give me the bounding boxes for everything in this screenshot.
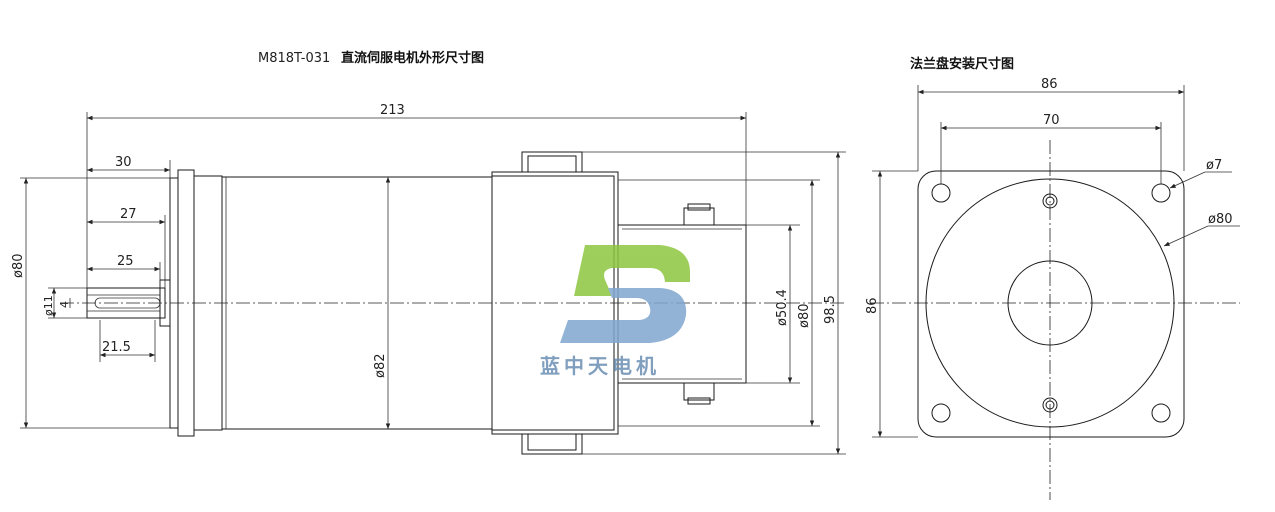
flange-dim-h86: 86 xyxy=(865,297,880,314)
flange-dim-w70: 70 xyxy=(1043,113,1060,128)
shaft xyxy=(86,287,166,319)
main-title-desc: 直流伺服电机外形尺寸图 xyxy=(341,50,484,66)
dim-30: 30 xyxy=(115,155,132,170)
flange-title: 法兰盘安装尺寸图 xyxy=(910,56,1014,72)
logo-blue-shape xyxy=(560,288,687,343)
brush-holder-bottom xyxy=(521,433,583,455)
logo-text: 蓝中天电机 xyxy=(540,354,660,378)
mount-hole-tr xyxy=(1151,183,1171,203)
flange-outer-circle xyxy=(925,178,1175,428)
flange-square xyxy=(917,170,1185,438)
terminal-bottom xyxy=(683,382,715,401)
dim-27: 27 xyxy=(120,207,137,222)
flange-dim-hole7: ø7 xyxy=(1206,158,1222,173)
mount-hole-bl xyxy=(931,403,951,423)
dim-dia50-4: ø50.4 xyxy=(775,289,790,326)
dim-21-5: 21.5 xyxy=(102,340,131,355)
dim-dia11: ø11 xyxy=(42,295,55,316)
main-title-model: M818T-031 xyxy=(258,51,330,66)
screw-top xyxy=(1042,193,1058,209)
dim-dia80-left: ø80 xyxy=(11,254,26,279)
screw-bottom xyxy=(1042,397,1058,413)
flange-boss xyxy=(1007,260,1093,346)
dim-98-5: 98.5 xyxy=(823,295,838,324)
dim-key4: 4 xyxy=(58,301,71,308)
brush-holder-top xyxy=(521,151,583,173)
dim-dia82: ø82 xyxy=(373,354,388,379)
side-view-dimensions: 213 30 27 25 21.5 ø80 ø11 4 ø82 ø50 xyxy=(11,103,846,455)
mount-hole-br xyxy=(1151,403,1171,423)
dim-dia80-right: ø80 xyxy=(797,304,812,329)
dim-total-length: 213 xyxy=(380,103,405,118)
flange-view xyxy=(870,140,1240,500)
terminal-top xyxy=(683,207,715,226)
motor-side-view xyxy=(60,151,845,455)
company-logo: 蓝中天电机 xyxy=(540,245,690,378)
flange-dim-dia80: ø80 xyxy=(1208,212,1233,227)
flange-dim-w86: 86 xyxy=(1041,77,1058,92)
mount-hole-tl xyxy=(931,183,951,203)
rear-cap xyxy=(617,224,747,384)
flange-dimensions: 86 70 86 ø7 ø80 xyxy=(865,77,1240,438)
dim-25: 25 xyxy=(117,254,134,269)
logo-green-shape xyxy=(574,245,690,296)
